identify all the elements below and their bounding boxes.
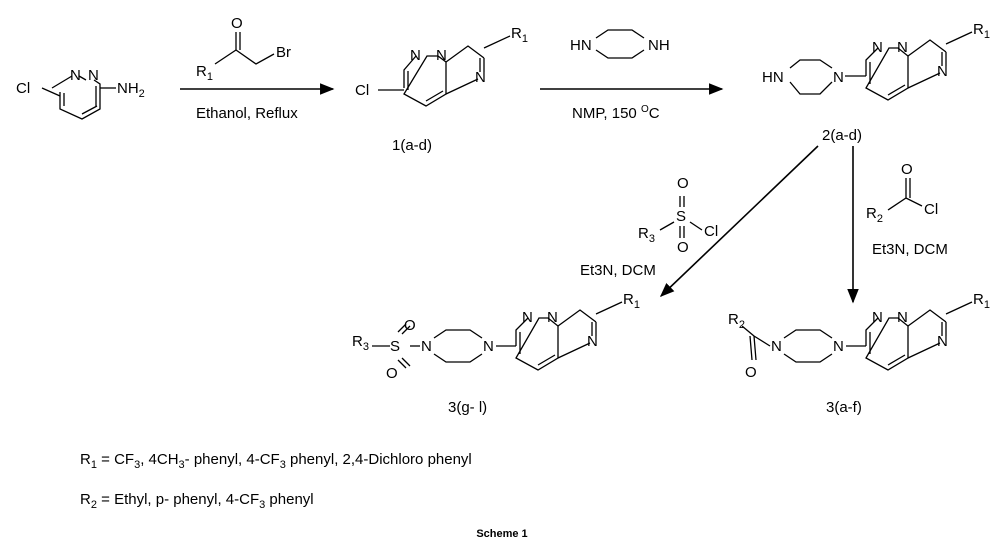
- c2-compound-label: 2(a-d): [822, 127, 862, 144]
- acyl-o-label: O: [901, 161, 913, 178]
- c3gl-n-label: N: [421, 338, 432, 355]
- compound-1-chloro-imidazopyridazine: Cl N N N R1 1(a-d): [355, 25, 528, 154]
- step3b-condition: Et3N, DCM: [872, 241, 948, 258]
- reagent-bromine-label: Br: [276, 44, 291, 61]
- r1-definition: R1 = CF3, 4CH3- phenyl, 4-CF3 phenyl, 2,…: [80, 451, 472, 471]
- step1-condition: Ethanol, Reflux: [196, 105, 298, 122]
- c1-r1-label: R1: [511, 25, 528, 45]
- compound-3af-amide: R2 O N N N N N R1 3(a-f): [728, 291, 990, 416]
- c3af-n-label-4: N: [897, 309, 908, 326]
- r2-definition: R2 = Ethyl, p- phenyl, 4-CF3 phenyl: [80, 491, 314, 511]
- reaction-scheme: Cl N N NH2 O Br R1 Ethanol, Reflux Cl N …: [16, 15, 990, 416]
- sulfonyl-o-bottom-label: O: [677, 239, 689, 256]
- c3gl-o-top-label: O: [404, 317, 416, 334]
- start-chloro-label: Cl: [16, 80, 30, 97]
- c1-n-label-3: N: [475, 69, 486, 86]
- acyl-cl-label: Cl: [924, 201, 938, 218]
- scheme-title: Scheme 1: [476, 528, 528, 540]
- c3af-n-label-5: N: [937, 333, 948, 350]
- start-n-label: N: [70, 67, 81, 84]
- reagent-r1-label: R1: [196, 63, 213, 83]
- starting-material-aminochloropyridazine: Cl N N NH2: [16, 67, 145, 120]
- reagent-acyl-chloride: O Cl R2: [866, 161, 938, 225]
- c3gl-compound-label: 3(g- l): [448, 399, 487, 416]
- acyl-r2-label: R2: [866, 205, 883, 225]
- reagent-oxygen-label: O: [231, 15, 243, 32]
- c2-n-label: N: [833, 69, 844, 86]
- c2-n-label-2: N: [872, 39, 883, 56]
- c1-chloro-label: Cl: [355, 82, 369, 99]
- c3af-r1-label: R1: [973, 291, 990, 311]
- sulfonyl-r3-label: R3: [638, 225, 655, 245]
- c3gl-s-label: S: [390, 338, 400, 355]
- step3a-condition: Et3N, DCM: [580, 262, 656, 279]
- c1-n-label-2: N: [436, 47, 447, 64]
- c3gl-n-label-3: N: [522, 309, 533, 326]
- c3gl-n-label-2: N: [483, 338, 494, 355]
- c3gl-r3-label: R3: [352, 333, 369, 353]
- c3af-compound-label: 3(a-f): [826, 399, 862, 416]
- c3gl-n-label-4: N: [547, 309, 558, 326]
- sulfonyl-o-top-label: O: [677, 175, 689, 192]
- c3af-n-label-2: N: [833, 338, 844, 355]
- compound-2-piperazinyl-imidazopyridazine: HN N N N N R1 2(a-d): [762, 21, 990, 144]
- reagent-piperazine: HN NH: [570, 29, 670, 59]
- c1-compound-label: 1(a-d): [392, 137, 432, 154]
- sulfonyl-cl-label: Cl: [704, 223, 718, 240]
- c2-r1-label: R1: [973, 21, 990, 41]
- c2-n-label-3: N: [897, 39, 908, 56]
- start-n-label-2: N: [88, 67, 99, 84]
- c3gl-n-label-5: N: [587, 333, 598, 350]
- c3gl-o-bottom-label: O: [386, 365, 398, 382]
- c3af-o-label: O: [745, 364, 757, 381]
- c3gl-r1-label: R1: [623, 291, 640, 311]
- c3af-r2-label: R2: [728, 311, 745, 331]
- piperazine-hn-label: HN: [570, 37, 592, 54]
- step2-condition: NMP, 150 OC: [572, 104, 660, 122]
- c3af-n-label: N: [771, 338, 782, 355]
- c2-hn-label: HN: [762, 69, 784, 86]
- piperazine-nh-label: NH: [648, 37, 670, 54]
- arrow-step3-sulfonylation: [659, 145, 819, 297]
- reagent-sulfonyl-chloride: O S O Cl R3: [638, 175, 718, 256]
- compound-3gl-sulfonamide: R3 S O O N N N N N R1 3(g- l): [352, 291, 640, 416]
- sulfonyl-s-label: S: [676, 208, 686, 225]
- c1-n-label: N: [410, 47, 421, 64]
- c2-n-label-4: N: [937, 63, 948, 80]
- c3af-n-label-3: N: [872, 309, 883, 326]
- start-amine-label: NH2: [117, 80, 145, 100]
- reagent-bromoketone: O Br R1: [196, 15, 291, 83]
